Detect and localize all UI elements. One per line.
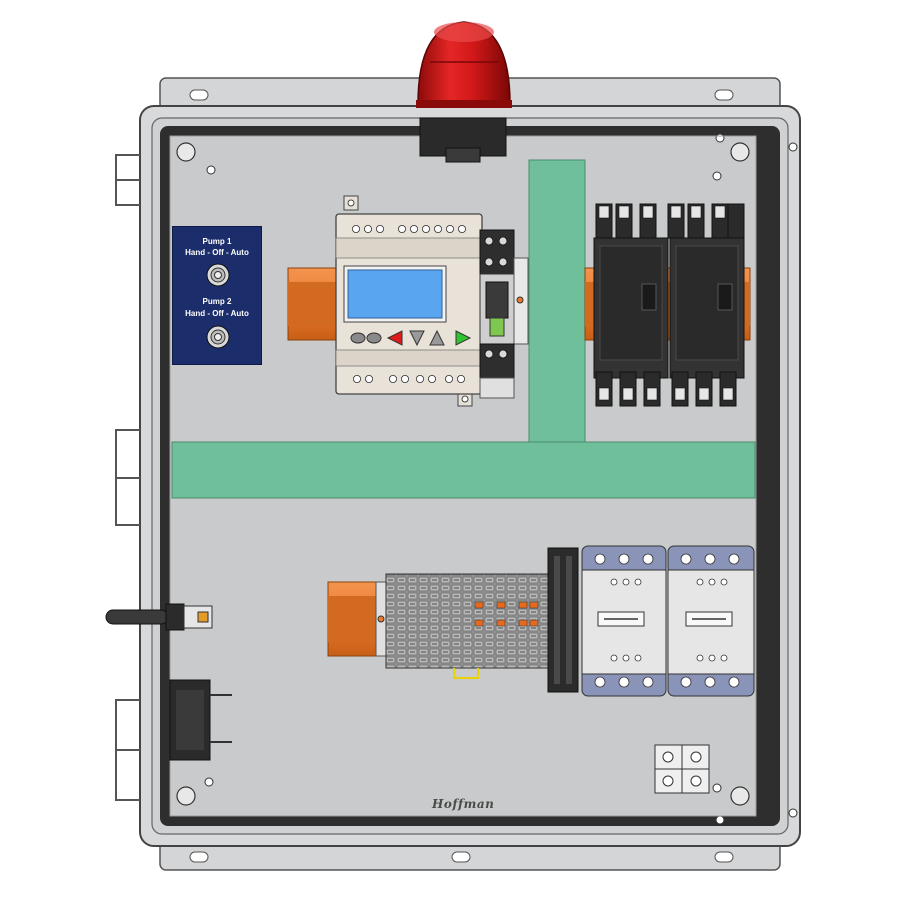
pump1-title: Pump 1 [202, 237, 232, 246]
down-arrow-icon [409, 330, 425, 347]
plc-keypad [350, 329, 472, 347]
plc-display [347, 269, 443, 319]
plc-controller [335, 195, 483, 407]
ground-lug [654, 744, 710, 794]
wire-duct [171, 159, 756, 499]
right-arrow-icon [455, 330, 472, 346]
door-hinges [115, 154, 140, 801]
pump2-title: Pump 2 [202, 297, 232, 306]
contactor-pair [593, 203, 745, 407]
red-beacon-icon [416, 21, 512, 163]
selector-switch-icon [206, 325, 230, 349]
din-rail-bottom [327, 581, 387, 657]
terminal-block-strip [385, 573, 549, 679]
pump2-mode-label: Hand - Off - Auto [185, 309, 249, 318]
selector-switch-plate: Pump 1 Hand - Off - Auto Pump 2 Hand - O… [172, 226, 262, 365]
pump1-mode-label: Hand - Off - Auto [185, 248, 249, 257]
pump1-selector-switch[interactable] [206, 263, 230, 287]
up-arrow-icon [429, 329, 445, 346]
relay-socket [479, 229, 529, 399]
left-arrow-icon [386, 330, 403, 346]
selector-switch-icon [206, 263, 230, 287]
pump2-selector-switch[interactable] [206, 325, 230, 349]
breaker-block [547, 547, 579, 693]
power-receptacle [169, 679, 232, 761]
overload-relay-2 [667, 545, 755, 697]
enclosure-brand-logo: Hoffman [432, 797, 495, 811]
cable-entry-rod [105, 603, 213, 631]
overload-relay-1 [581, 545, 667, 697]
